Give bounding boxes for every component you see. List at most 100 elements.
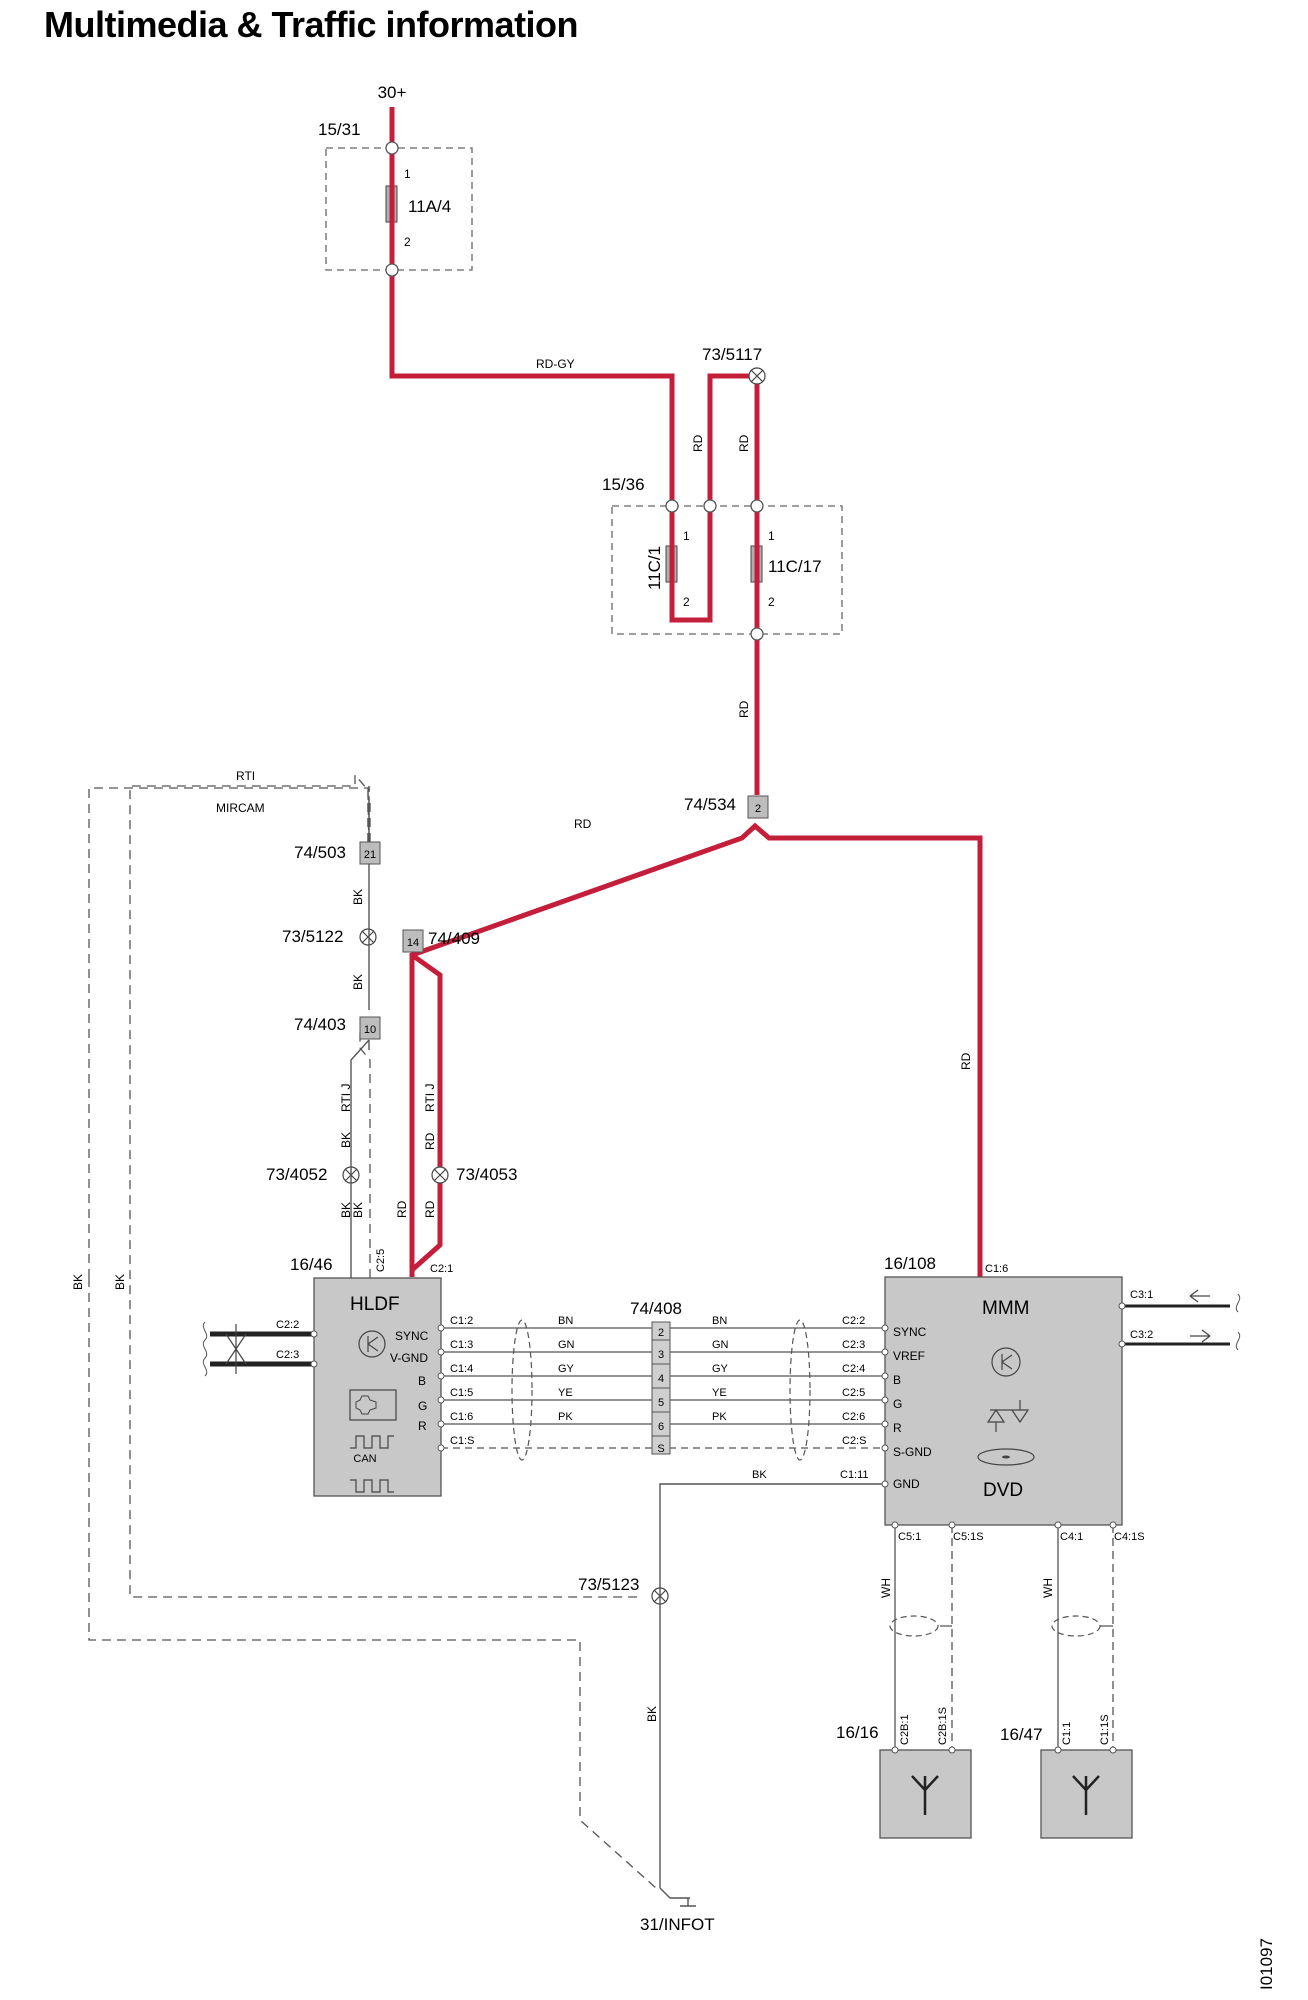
antenna-icon (911, 1775, 939, 1815)
video-bus-pin-nodes (437, 1324, 889, 1488)
bk-wires (350, 864, 885, 1907)
mmm-signal-gnd: GND (893, 1477, 920, 1491)
connector-74-503-label: 74/503 (294, 843, 346, 862)
connector-74-403-label: 74/403 (294, 1015, 346, 1034)
bus-color-gy: GY (558, 1363, 575, 1375)
wire-bk-403-hldf (350, 1040, 370, 1278)
antenna-shields (889, 1615, 1101, 1637)
ground-label: 31/INFOT (640, 1915, 715, 1934)
disc-hub-icon (1002, 1455, 1010, 1459)
connector-74-409-box (402, 929, 424, 953)
antenna-wires (894, 1525, 1114, 1750)
hldf-module (313, 1277, 442, 1497)
can-wave-icon (350, 1435, 394, 1449)
wire-rd-distribution (409, 822, 983, 1277)
hldf-left-inputs (202, 1321, 318, 1377)
wire-rd-label: RD (959, 1052, 973, 1070)
antenna-16-47-id: 16/47 (1000, 1725, 1043, 1744)
bus-pin-5: 5 (658, 1397, 664, 1409)
drawing-id: I01097 (1257, 1938, 1276, 1990)
bus-pin-6: 6 (658, 1421, 664, 1433)
hldf-name: HLDF (350, 1294, 400, 1315)
mmm-pin-c31: C3:1 (1130, 1289, 1153, 1301)
mmm-signal-r: R (893, 1421, 902, 1435)
fuse-11c1-label: 11C/1 (645, 546, 664, 590)
mmm-pin-c16: C1:6 (985, 1263, 1008, 1275)
supply-label: 30+ (378, 83, 407, 102)
ground-symbol (680, 1898, 696, 1907)
mmm-pin-c51s: C5:1S (953, 1531, 984, 1543)
mmm-signal-b: B (893, 1373, 901, 1387)
transistor-icon (358, 1330, 386, 1358)
wire-rd-hldf-b (410, 952, 443, 1272)
antenna-16-47-pin-1s: C1:1S (1099, 1714, 1111, 1745)
wire-rd-label: RD (423, 1132, 437, 1150)
connector-74-408 (651, 1321, 671, 1455)
wire-rd-label: RD (574, 817, 592, 831)
bus-color-gy: GY (712, 1363, 729, 1375)
connector-74-409-pin: 14 (407, 937, 419, 949)
mmm-signal-g: G (893, 1397, 902, 1411)
antenna-16-47-box (1040, 1749, 1133, 1839)
connector-74-534-box (747, 795, 769, 819)
wire-wh-label: WH (879, 1578, 893, 1598)
mmm-pin-c41: C4:1 (1060, 1531, 1083, 1543)
fusebox-15-36-label: 15/36 (602, 475, 645, 494)
hldf-signal-b: B (418, 1374, 426, 1388)
mmm-signal-sgnd: S-GND (893, 1445, 932, 1459)
antenna-16-16-id: 16/16 (836, 1723, 879, 1742)
wire-rd-label: RD (737, 700, 751, 718)
fusebox-15-31-label: 15/31 (318, 120, 361, 139)
connector-74-408-label: 74/408 (630, 1299, 682, 1318)
node (703, 499, 717, 513)
node (750, 499, 764, 513)
bus-pin-4: 4 (658, 1373, 664, 1385)
hldf-pin-c25: C2:5 (375, 1249, 387, 1272)
rti-label: RTI (236, 769, 255, 783)
bus-color-gn: GN (558, 1339, 575, 1351)
splice-5122-label: 73/5122 (282, 927, 343, 946)
connector-74-503-box (359, 841, 381, 865)
hldf-pin-c1s: C1:S (450, 1435, 474, 1447)
splice-5117-label: 73/5117 (702, 345, 762, 364)
mmm-pin-c51: C5:1 (898, 1531, 921, 1543)
fuse-pin-label: 1 (768, 529, 775, 543)
mmm-pin-c111: C1:11 (840, 1469, 869, 1481)
wire-bk-gnd (659, 1483, 885, 1888)
connector-74-503-pin: 21 (364, 849, 376, 861)
bus-pin-s: S (657, 1443, 664, 1455)
video-bus-shields (511, 1319, 811, 1461)
hldf-pin-c12: C1:2 (450, 1315, 473, 1327)
hldf-pin-c23: C2:3 (276, 1349, 299, 1361)
fuse-pin-label: 2 (404, 235, 411, 249)
hldf-pin-c22: C2:2 (276, 1319, 299, 1331)
disc-icon (977, 1448, 1035, 1466)
antenna-16-47-pin-1: C1:1 (1061, 1722, 1073, 1745)
antenna-16-16-pin-1: C2B:1 (899, 1714, 911, 1745)
mmm-pin-c22: C2:2 (842, 1315, 865, 1327)
wire-bk-label: BK (339, 1202, 353, 1218)
antenna-icon (1072, 1775, 1100, 1815)
node (750, 627, 764, 641)
antenna-16-16-box (879, 1749, 972, 1839)
mmm-pin-c24: C2:4 (842, 1363, 865, 1375)
hldf-pin-c16: C1:6 (450, 1411, 473, 1423)
wire-rd-label: RD (737, 434, 751, 452)
power-wires (389, 107, 983, 1277)
connector-74-409-label: 74/409 (428, 929, 480, 948)
wire-wh-label: WH (1041, 1578, 1055, 1598)
wire-rd-label: RD (691, 434, 705, 452)
wire-bk-label: BK (645, 1706, 659, 1722)
wire-rtij (359, 1019, 371, 1278)
hldf-signal-g: G (418, 1399, 427, 1413)
wire-rti (88, 787, 657, 1889)
mmm-sub-label: DVD (983, 1480, 1023, 1501)
mmm-signal-vref: VREF (893, 1349, 925, 1363)
bus-color-pk: PK (558, 1411, 573, 1423)
fuse-11a4-label: 11A/4 (408, 197, 451, 216)
power-nodes (385, 141, 764, 641)
splice-5122-symbol (359, 928, 377, 946)
rtij-label: RTI J (423, 1084, 437, 1112)
wire-bk-label: BK (339, 1132, 353, 1148)
